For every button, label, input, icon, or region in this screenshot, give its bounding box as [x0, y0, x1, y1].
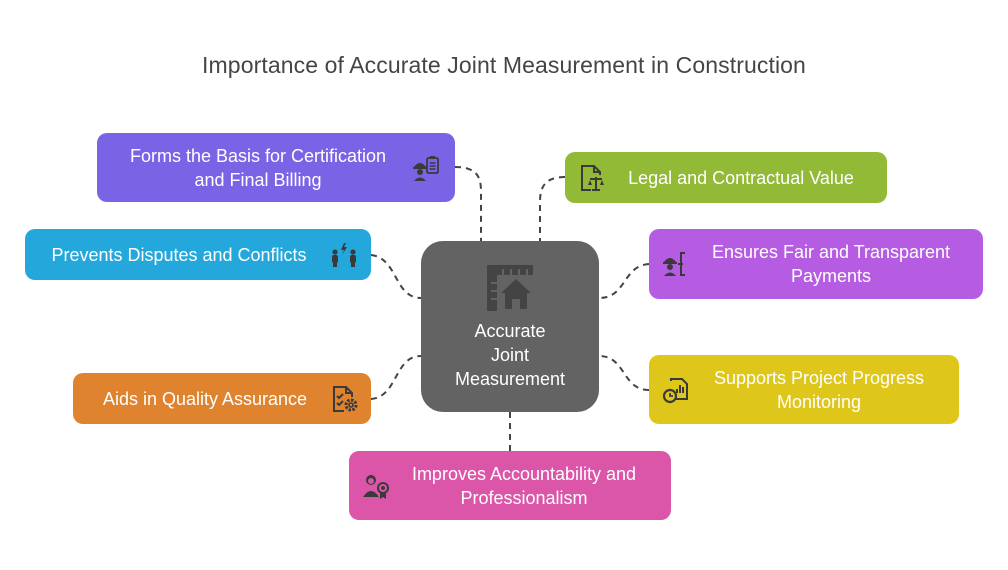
- node-label: Aids in Quality Assurance: [102, 388, 308, 409]
- connector-legal: [539, 176, 566, 241]
- node-certification[interactable]: Forms the Basis for Certification and Fi…: [97, 133, 455, 202]
- node-label: Forms the Basis for Certification and Fi…: [129, 145, 387, 190]
- connector-disputes: [370, 254, 422, 299]
- connector-quality: [370, 355, 422, 400]
- center-label: Accurate Joint Measurement: [454, 321, 566, 389]
- node-payments[interactable]: Ensures Fair and Transparent Payments: [649, 229, 983, 299]
- document-scales-icon: [575, 161, 609, 195]
- node-label: Prevents Disputes and Conflicts: [51, 244, 307, 265]
- worker-payment-icon: [659, 247, 693, 281]
- report-clock-icon: [659, 373, 693, 407]
- connector-certification: [454, 166, 482, 241]
- worker-clipboard-icon: [409, 151, 443, 185]
- person-award-icon: [359, 469, 393, 503]
- node-quality[interactable]: Aids in Quality Assurance: [73, 373, 371, 424]
- ruler-house-icon: [487, 265, 533, 311]
- checklist-gear-icon: [327, 382, 361, 416]
- node-label: Legal and Contractual Value: [628, 167, 854, 188]
- diagram-title: Importance of Accurate Joint Measurement…: [202, 52, 806, 78]
- connector-payments: [598, 263, 650, 299]
- people-conflict-icon: [327, 238, 361, 272]
- node-label: Supports Project Progress Monitoring: [713, 367, 925, 412]
- node-label: Improves Accountability and Professional…: [411, 463, 637, 508]
- node-progress[interactable]: Supports Project Progress Monitoring: [649, 355, 959, 424]
- node-legal[interactable]: Legal and Contractual Value: [565, 152, 887, 203]
- node-disputes[interactable]: Prevents Disputes and Conflicts: [25, 229, 371, 280]
- node-label: Ensures Fair and Transparent Payments: [711, 242, 951, 286]
- center-node[interactable]: Accurate Joint Measurement: [421, 241, 599, 412]
- node-accountability[interactable]: Improves Accountability and Professional…: [349, 451, 671, 520]
- connector-progress: [598, 355, 650, 391]
